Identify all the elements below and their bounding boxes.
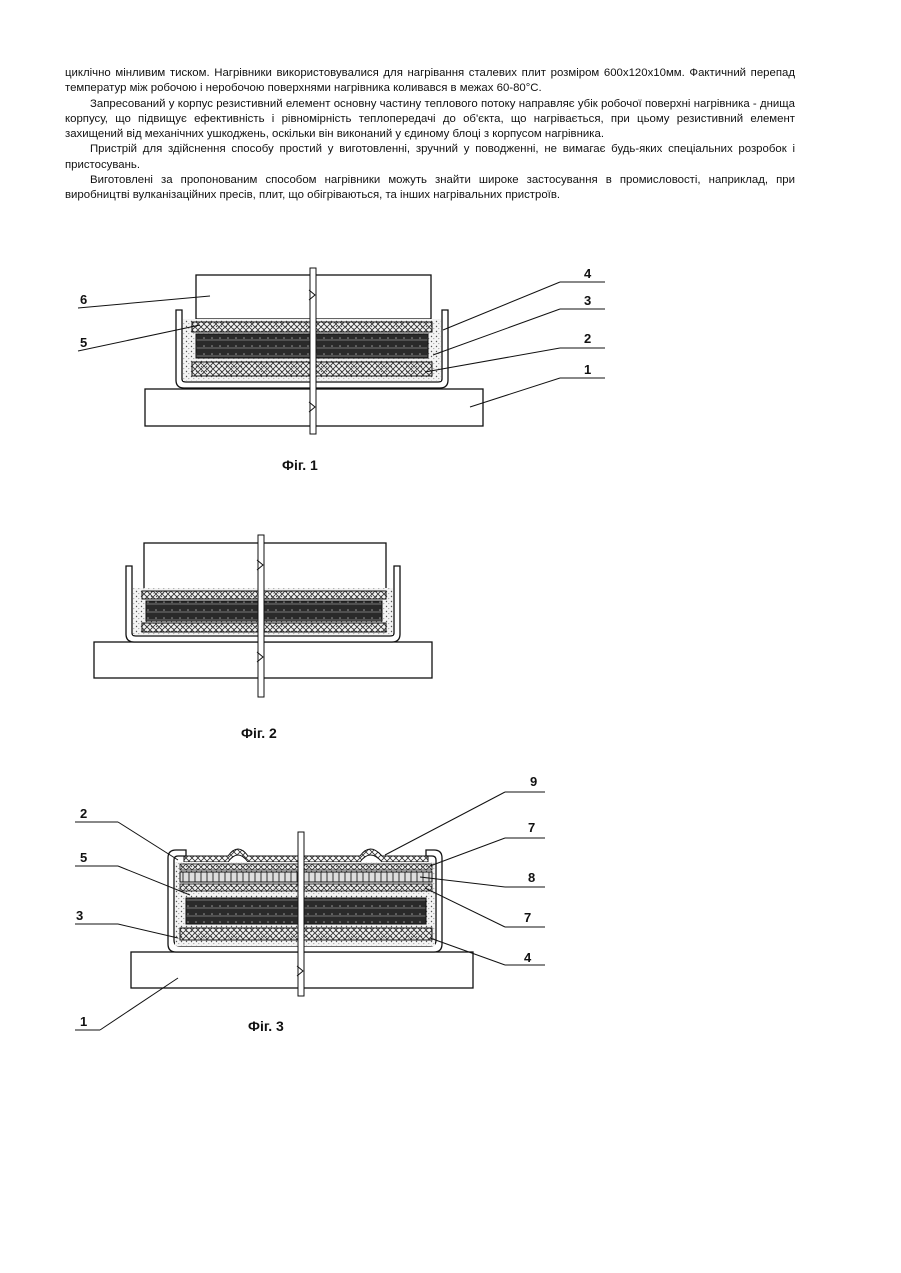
fig1-caption: Фіг. 1 [282,457,318,473]
fig3-label-7-bottom: 7 [524,910,531,925]
fig3-label-9: 9 [530,774,537,789]
fig1-label-2: 2 [584,331,591,346]
fig1-label-6: 6 [80,292,87,307]
paragraph-2: Запресований у корпус резистивний елемен… [65,97,795,143]
fig3-layer-7-bottom [180,884,432,891]
fig3-label-4: 4 [524,950,532,965]
fig2-lead [258,535,264,697]
fig3-label-3: 3 [76,908,83,923]
fig3-label-1: 1 [80,1014,87,1029]
fig3-resistive-element [186,898,426,924]
fig2-caption: Фіг. 2 [241,725,277,741]
paragraph-1: циклічно мінливим тиском. Нагрівники вик… [65,66,795,97]
fig3-label-8: 8 [528,870,535,885]
fig1-label-3: 3 [584,293,591,308]
fig3-layer-7-top [180,864,432,870]
fig3-label-2: 2 [80,806,87,821]
fig3-layer-bottom [180,928,432,940]
fig2-punch [144,543,386,590]
fig3-lid [184,849,428,862]
fig3-label-7-top: 7 [528,820,535,835]
figure-2: Фіг. 2 [0,530,901,750]
paragraph-3: Пристрій для здійснення способу простий … [65,142,795,173]
fig1-label-5: 5 [80,335,87,350]
figure-3: 2 5 3 1 9 7 8 7 4 Фіг. 3 [0,770,901,1040]
fig3-layer-8 [180,872,432,882]
fig1-label-1: 1 [584,362,591,377]
paragraph-4: Виготовлені за пропонованим способом наг… [65,173,795,204]
figure-1: 6 5 4 3 2 1 Фіг. 1 [0,240,901,490]
fig3-label-5: 5 [80,850,87,865]
fig1-label-4: 4 [584,266,592,281]
fig3-caption: Фіг. 3 [248,1018,284,1034]
body-text: циклічно мінливим тиском. Нагрівники вик… [65,66,795,204]
